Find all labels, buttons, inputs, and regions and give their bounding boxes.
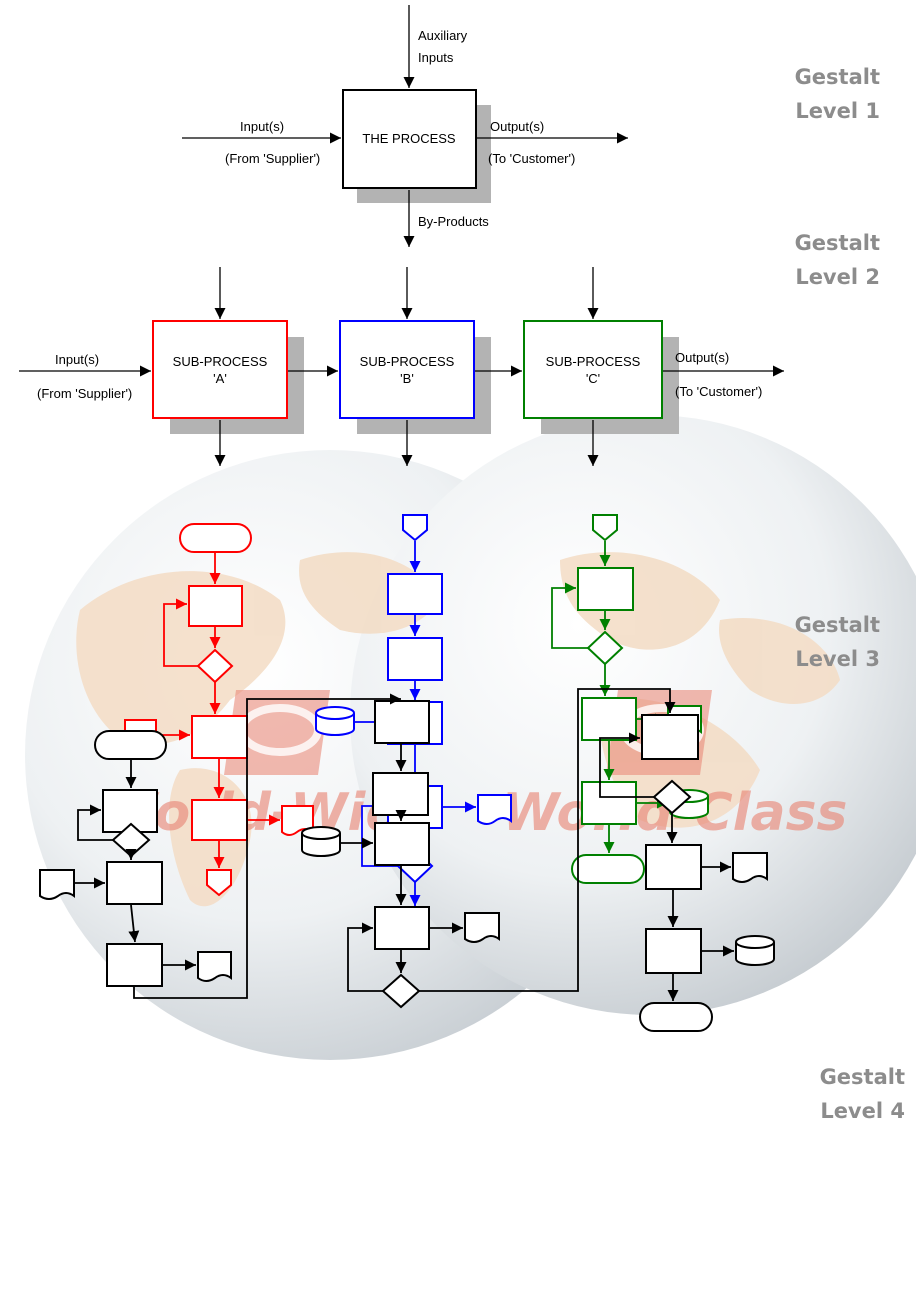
process-step [188,585,243,627]
globe-watermark: World-Wide World-Class [25,415,916,1060]
level3-flowchart-c [571,514,709,884]
document-input [39,869,75,900]
terminator-start [94,730,167,760]
process-step [191,799,248,841]
process-step [106,861,163,905]
process-step [106,943,163,987]
level3-number: Level 3 [795,647,880,671]
process-step [577,567,634,611]
gestalt-level3-label: Gestalt Level 3 [740,608,880,676]
process-step [387,637,443,681]
decision-diamond [381,973,421,1009]
document-output [464,912,500,943]
level3-word: Gestalt [794,613,880,637]
level4-connectors [75,688,734,1001]
subprocess-c-line2: 'C' [586,371,600,386]
terminator-start [179,523,252,553]
level2-subprocess-diagram: SUB-PROCESS 'A' SUB-PROCESS 'B' SUB-PROC… [19,267,784,466]
level4-word: Gestalt [819,1065,905,1089]
process-step [374,906,430,950]
gestalt-level1-label: Gestalt Level 1 [740,60,880,128]
input-label: Input(s) [240,119,284,134]
subprocess-c-line1: SUB-PROCESS [546,354,641,369]
process-step [641,714,699,760]
document-output [197,951,232,982]
output-dest-label: (To 'Customer') [488,151,575,166]
process-step [581,697,637,741]
subprocess-a-line1: SUB-PROCESS [173,354,268,369]
subprocess-a-line2: 'A' [213,371,227,386]
level2-word: Gestalt [794,231,880,255]
offpage-connector [402,514,428,542]
byproducts-label: By-Products [418,214,489,229]
process-step [645,844,702,890]
aux-label-line1: Auxiliary [418,28,468,43]
process-step [374,700,430,744]
gestalt-level2-label: Gestalt Level 2 [740,226,880,294]
subprocess-b-line2: 'B' [400,371,414,386]
database-input-top [315,706,355,720]
subprocess-b-line1: SUB-PROCESS [360,354,455,369]
process-label: THE PROCESS [362,131,456,146]
database-input-top [301,826,341,840]
terminator-end [571,854,645,884]
database-output-top [735,935,775,949]
l2-output-dest-label: (To 'Customer') [675,384,762,399]
offpage-connector [592,514,618,542]
process-box [342,89,477,189]
gestalt-level4-label: Gestalt Level 4 [765,1060,905,1128]
level4-flowchart [39,700,775,1032]
process-step [387,573,443,615]
process-step [191,715,248,759]
subprocess-b-box [339,320,475,419]
level1-word: Gestalt [794,65,880,89]
input-source-label: (From 'Supplier') [225,151,320,166]
level1-number: Level 1 [795,99,880,123]
output-label: Output(s) [490,119,544,134]
aux-label-line2: Inputs [418,50,454,65]
l2-input-label: Input(s) [55,352,99,367]
terminator-end [639,1002,713,1032]
level4-number: Level 4 [820,1099,905,1123]
l2-output-label: Output(s) [675,350,729,365]
offpage-connector [206,869,232,897]
process-step [645,928,702,974]
document-output [477,794,512,825]
process-step [372,772,429,816]
process-step [581,781,637,825]
subprocess-a-box [152,320,288,419]
l2-input-source-label: (From 'Supplier') [37,386,132,401]
level1-context-diagram: THE PROCESS Auxiliary Inputs Input(s) (F… [182,5,628,247]
process-step [374,822,430,866]
subprocess-c-box [523,320,663,419]
level2-number: Level 2 [795,265,880,289]
document-output [732,852,768,883]
